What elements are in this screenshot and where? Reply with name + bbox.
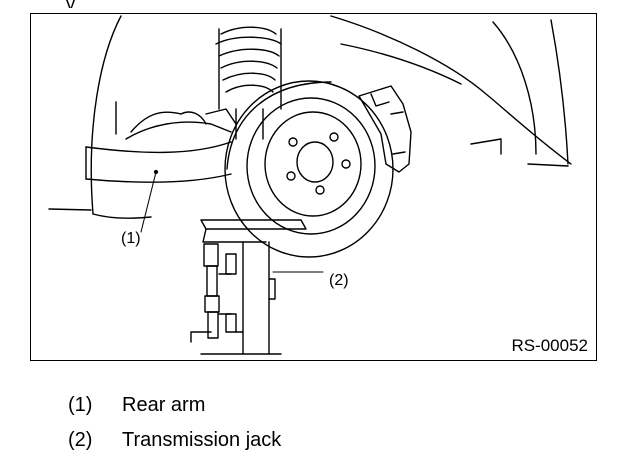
legend-label: Transmission jack	[122, 429, 282, 451]
legend-label: Rear arm	[122, 394, 206, 416]
brake-caliper	[358, 85, 412, 173]
figure-panel: (1) (2) RS-00052	[30, 13, 597, 361]
rear-suspension-drawing	[48, 15, 572, 355]
brake-drum	[224, 80, 394, 258]
legend-number: (2)	[68, 429, 93, 451]
legend-item: (1) Rear arm	[68, 393, 205, 417]
legend-number: (1)	[68, 394, 93, 416]
callout-rear-arm: (1)	[121, 230, 141, 247]
cropped-heading-fragment: y	[66, 0, 75, 8]
leader-lines	[140, 169, 324, 273]
figure-id-label: RS-00052	[511, 336, 588, 355]
legend-item: (2) Transmission jack	[68, 428, 281, 452]
transmission-jack	[190, 219, 307, 355]
coil-spring	[215, 26, 282, 140]
callout-transmission-jack: (2)	[329, 272, 349, 289]
rear-arm	[85, 101, 237, 183]
wheel-housing-lines	[48, 15, 572, 219]
